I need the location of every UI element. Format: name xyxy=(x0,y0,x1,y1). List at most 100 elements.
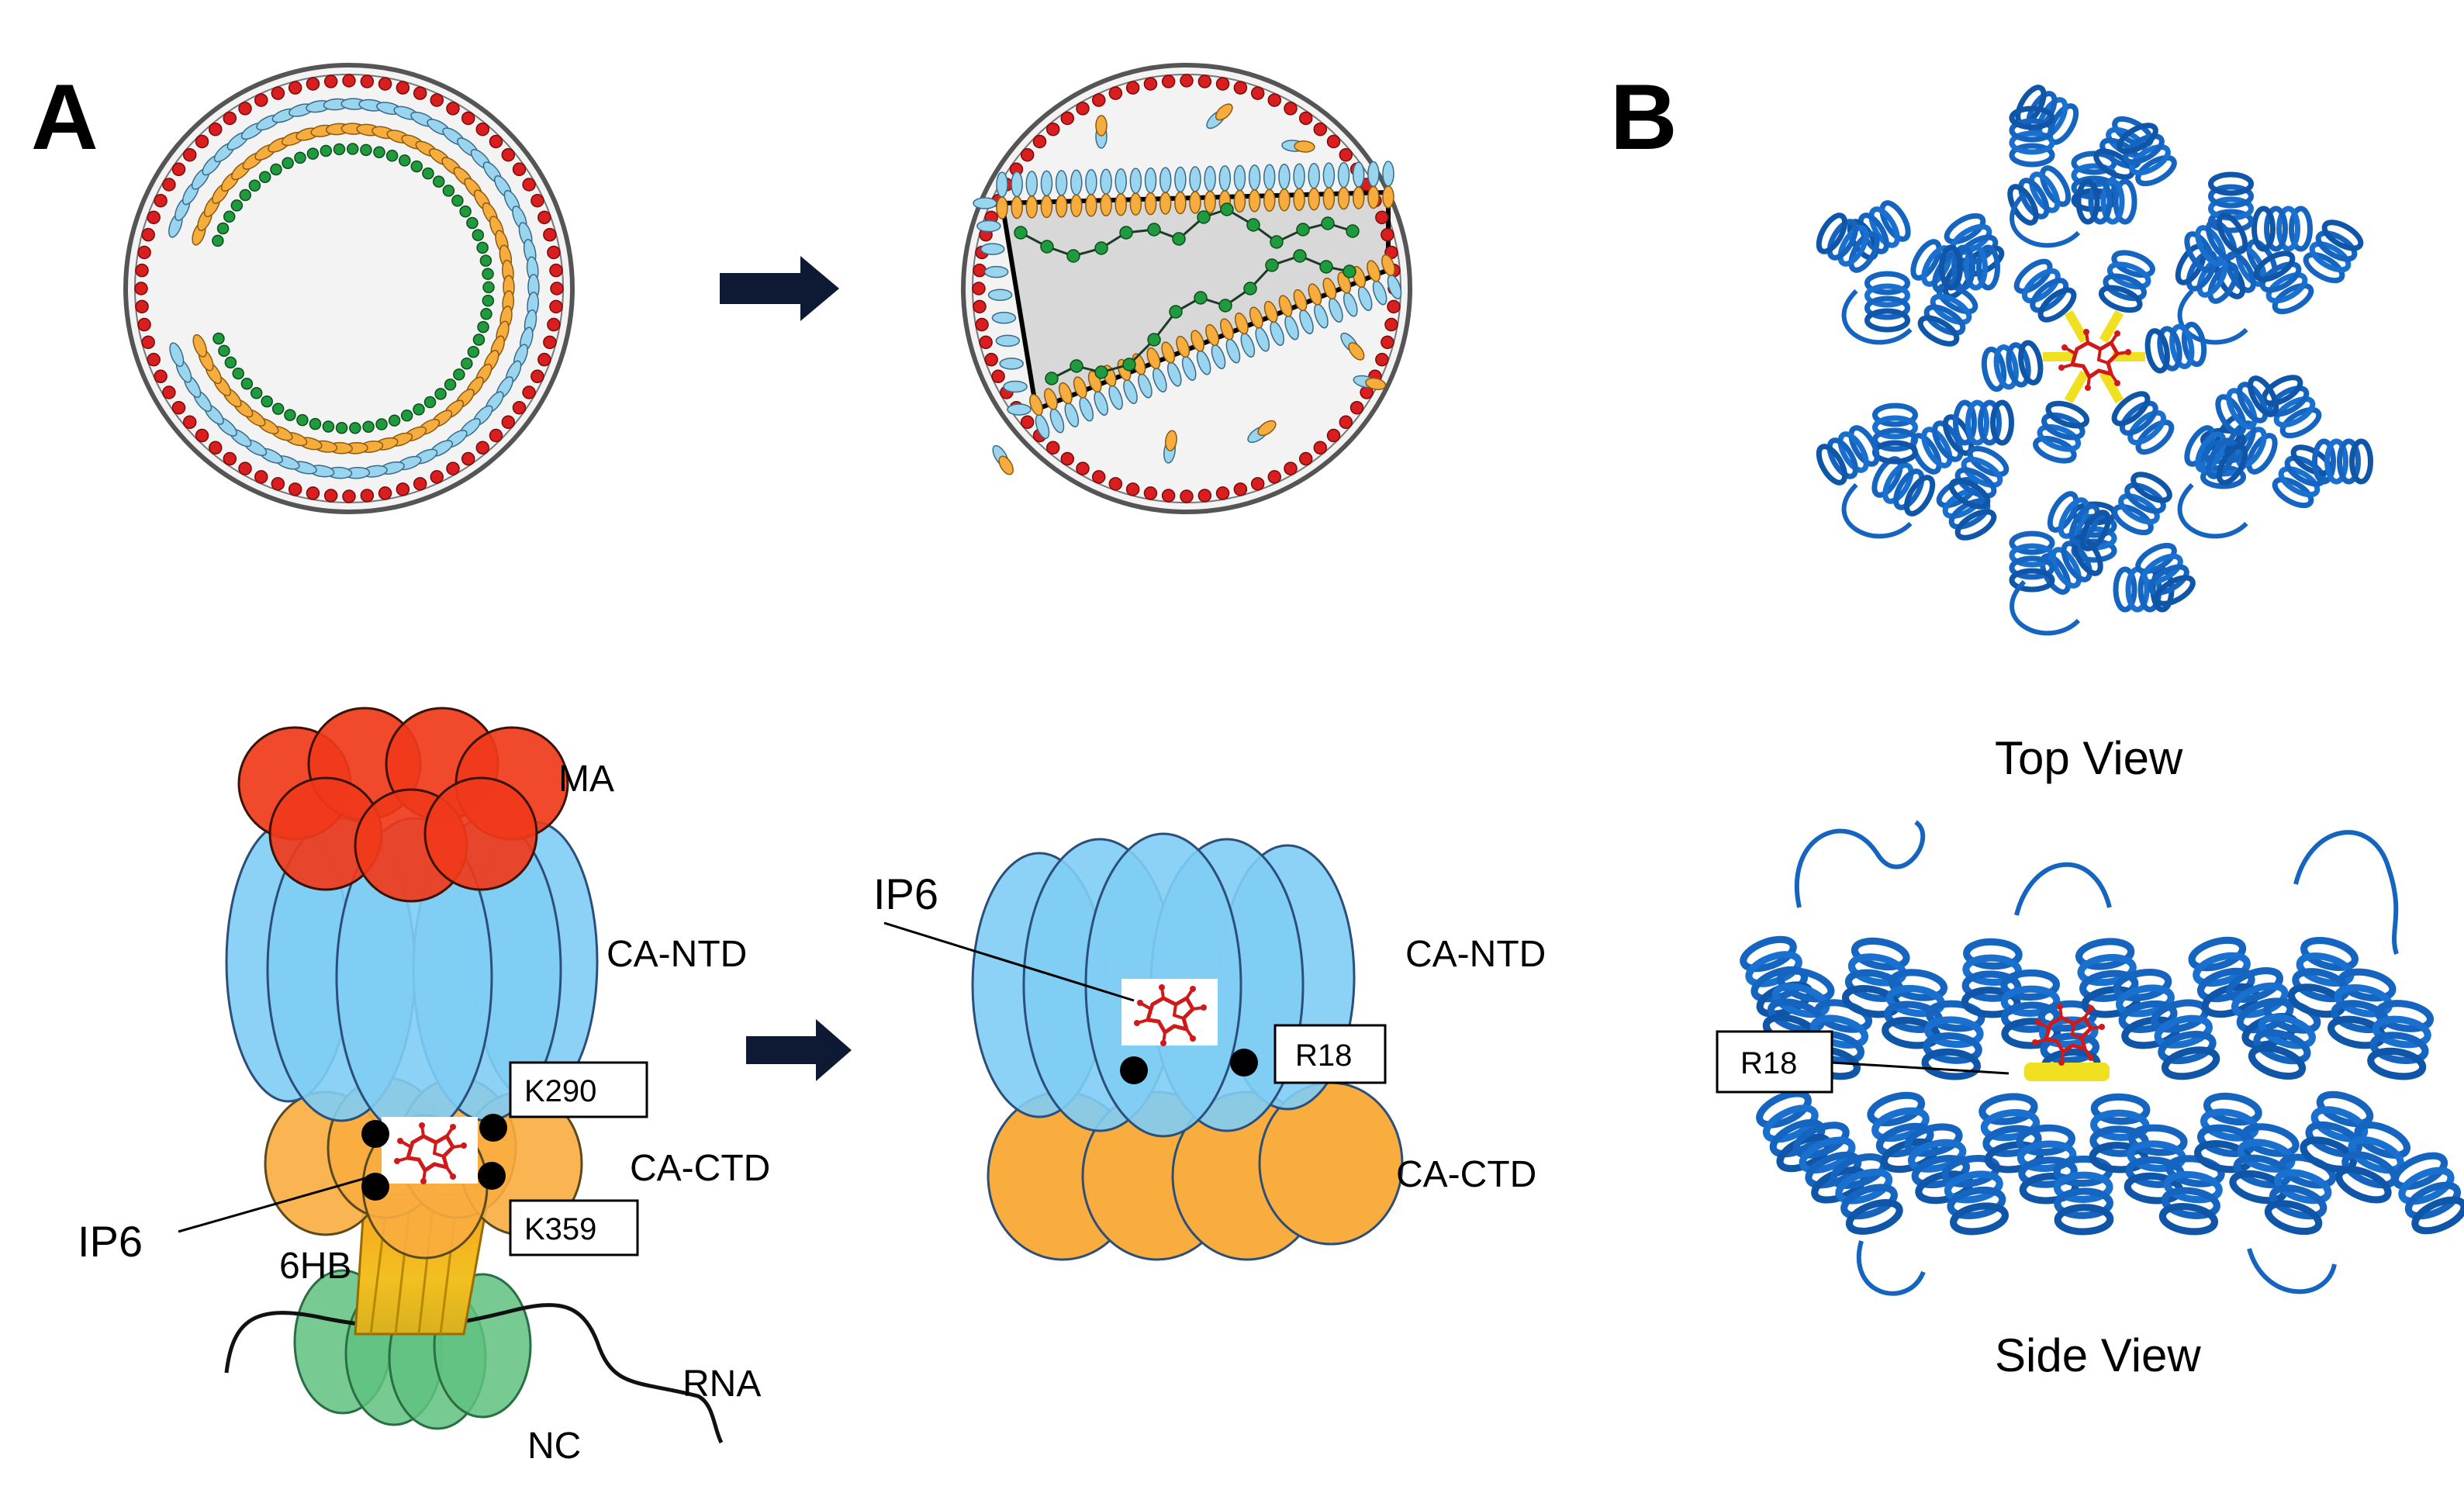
protein-loop xyxy=(2177,289,2248,345)
lipid-tail xyxy=(1204,165,1216,192)
lipid-head xyxy=(472,334,486,346)
lipid-tail xyxy=(1070,169,1083,196)
lipid-head xyxy=(230,199,244,212)
lipid-head xyxy=(1284,461,1298,475)
lipid-head xyxy=(1250,477,1265,491)
protein-helix xyxy=(2033,399,2089,465)
lipid-head xyxy=(1319,260,1333,274)
lipid-tail xyxy=(1159,167,1172,193)
lipid-head xyxy=(1091,93,1106,107)
lipid-tail xyxy=(1025,195,1038,219)
lipid-tail xyxy=(1003,380,1028,393)
lipid-head xyxy=(223,111,237,126)
lipid-head xyxy=(182,147,197,162)
lipid-head xyxy=(1265,258,1279,272)
label-rna: RNA xyxy=(683,1363,761,1405)
label-k290: K290 xyxy=(524,1074,596,1108)
free-lipid xyxy=(1294,140,1315,153)
lipid-head xyxy=(477,320,489,334)
lipid-tail xyxy=(1073,376,1087,399)
lipid-head xyxy=(239,188,251,202)
k359-box xyxy=(509,1199,639,1256)
lipid-head xyxy=(323,489,338,503)
lipid-tail xyxy=(1007,403,1032,416)
lipid-head xyxy=(208,122,223,137)
contact-residue xyxy=(2024,1063,2110,1081)
lipid-head xyxy=(258,171,271,183)
label-ca-ntd-middle: CA-NTD xyxy=(1405,934,1546,975)
lipid-tail xyxy=(1189,191,1201,214)
lipid-head xyxy=(1375,352,1389,367)
lipid-head xyxy=(1375,210,1389,225)
lipid-head xyxy=(1143,77,1158,91)
lipid-tail xyxy=(1025,171,1038,197)
lipid-head xyxy=(1197,210,1211,224)
label-ca-ctd-middle: CA-CTD xyxy=(1396,1154,1536,1195)
lipid-tail xyxy=(1040,195,1053,219)
lipid-head xyxy=(322,420,335,433)
right-arrow-icon xyxy=(720,256,839,321)
protein-loop xyxy=(2247,1248,2337,1294)
lipid-tail xyxy=(999,358,1024,370)
lipid-head xyxy=(1293,249,1307,263)
lipid-tail xyxy=(1322,187,1336,210)
lipid-head xyxy=(306,77,320,91)
lipid-head xyxy=(512,400,527,415)
lipid-tail xyxy=(1263,164,1276,191)
lipid-tail xyxy=(987,289,1013,301)
mature-ca-hexamer xyxy=(883,832,1404,1261)
lipid-tail xyxy=(1233,189,1246,213)
lipid-head xyxy=(1125,482,1140,496)
lipid-head xyxy=(254,93,268,107)
lipid-tail xyxy=(1144,167,1157,194)
lipid-tail xyxy=(1337,161,1350,188)
vesicle-membrane-flat xyxy=(961,63,1412,514)
lipid-head xyxy=(479,254,492,267)
lipid-tail xyxy=(1234,312,1249,335)
lipid-head xyxy=(430,470,444,484)
lipid-head xyxy=(476,241,489,254)
lipid-tail xyxy=(1058,382,1073,405)
label-ma: MA xyxy=(558,759,614,800)
lipid-head xyxy=(530,193,544,208)
lipid-head xyxy=(1218,299,1232,313)
ca-ntd-domain xyxy=(225,817,599,1138)
lipid-head xyxy=(446,461,460,475)
lipid-tail xyxy=(1029,393,1043,416)
lipid-head xyxy=(284,409,296,421)
lipid-head xyxy=(1346,224,1360,238)
lipid-tail xyxy=(1248,189,1261,213)
lipid-tail xyxy=(1189,166,1201,192)
lipid-head xyxy=(182,415,197,430)
lipid-head xyxy=(549,263,563,278)
lipid-head xyxy=(154,193,168,208)
lipid-head xyxy=(975,317,989,332)
label-top-view: Top View xyxy=(1995,732,2183,784)
lipid-head xyxy=(360,489,375,503)
protein-helix xyxy=(2260,372,2323,441)
lipid-tail xyxy=(976,219,1001,233)
lipid-head xyxy=(1197,489,1212,503)
lipid-head xyxy=(979,335,993,350)
lipid-tail xyxy=(1382,185,1394,209)
lipid-tail xyxy=(1205,323,1219,347)
lipid-head xyxy=(984,352,998,367)
lipid-head xyxy=(342,74,356,88)
lipid-tail xyxy=(1381,254,1395,277)
lipid-head xyxy=(1298,111,1313,126)
lipid-head xyxy=(543,227,557,242)
protein-helix xyxy=(1869,454,1937,517)
lipid-head xyxy=(288,81,302,95)
lipid-tail xyxy=(1337,186,1350,210)
lipid-head xyxy=(482,281,495,294)
protein-helix xyxy=(2079,181,2134,222)
lipid-head xyxy=(250,387,263,399)
lipid-head xyxy=(232,367,244,380)
lipid-head xyxy=(396,482,410,496)
lipid-head xyxy=(1381,227,1394,242)
lipid-head xyxy=(1045,122,1060,137)
lipid-head xyxy=(288,482,302,496)
lipid-head xyxy=(1060,451,1075,466)
lipid-tail xyxy=(1308,162,1320,189)
lipid-tail xyxy=(1263,188,1276,213)
